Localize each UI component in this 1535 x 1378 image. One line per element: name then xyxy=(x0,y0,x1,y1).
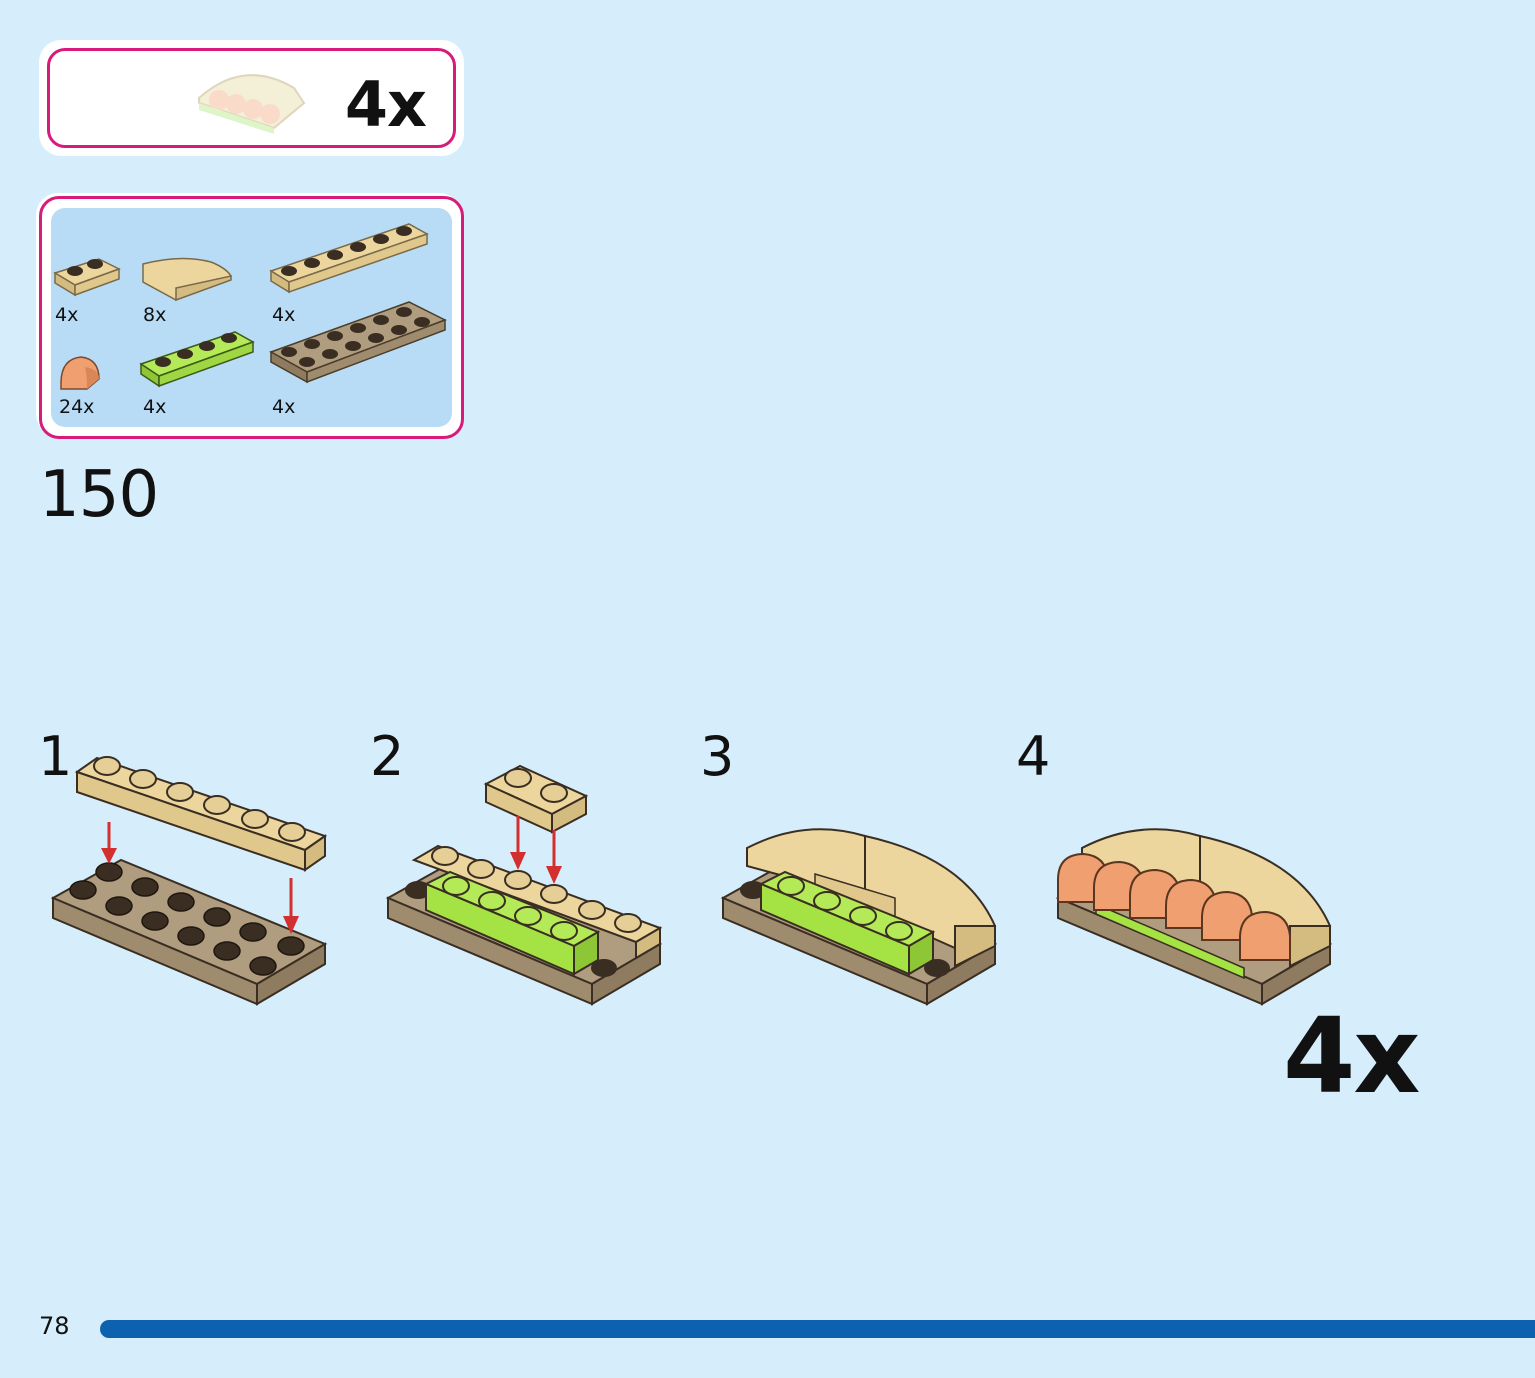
qty-lime-plate-1x4: 4x xyxy=(143,396,167,418)
page-step-number: 150 xyxy=(39,458,159,532)
assembly-multiplier: 4x xyxy=(1283,995,1420,1117)
step-number-1: 1 xyxy=(38,725,73,788)
step-2-illustration xyxy=(385,764,663,1006)
tan-plate-1x2-icon xyxy=(53,258,121,297)
step-1-illustration xyxy=(50,756,328,1006)
step-number-2: 2 xyxy=(370,725,405,788)
qty-tan-curved-slope: 8x xyxy=(143,304,167,326)
step-number-4: 4 xyxy=(1016,725,1051,788)
page-number: 78 xyxy=(39,1312,70,1340)
submodel-preview-icon xyxy=(198,74,306,134)
orange-round-brick-icon xyxy=(60,356,100,390)
submodel-count: 4x xyxy=(344,68,427,141)
callout-border xyxy=(47,48,456,148)
progress-bar xyxy=(100,1320,1535,1338)
qty-orange-round-brick: 24x xyxy=(59,396,95,418)
tan-plate-1x6-icon xyxy=(269,223,429,294)
qty-dark-tan-plate-2x6: 4x xyxy=(272,396,296,418)
qty-tan-plate-1x2: 4x xyxy=(55,304,79,326)
lime-plate-1x4-icon xyxy=(139,331,255,388)
step-3-illustration xyxy=(720,828,998,1006)
parts-list: 4x 8x 4x 24x 4x xyxy=(36,193,464,439)
submodel-callout: 4x xyxy=(39,40,464,156)
step-number-3: 3 xyxy=(700,725,735,788)
tan-curved-slope-icon xyxy=(142,257,233,302)
dark-tan-plate-2x6-icon xyxy=(269,301,447,384)
step-4-illustration xyxy=(1055,828,1333,1006)
qty-tan-plate-1x6: 4x xyxy=(272,304,296,326)
